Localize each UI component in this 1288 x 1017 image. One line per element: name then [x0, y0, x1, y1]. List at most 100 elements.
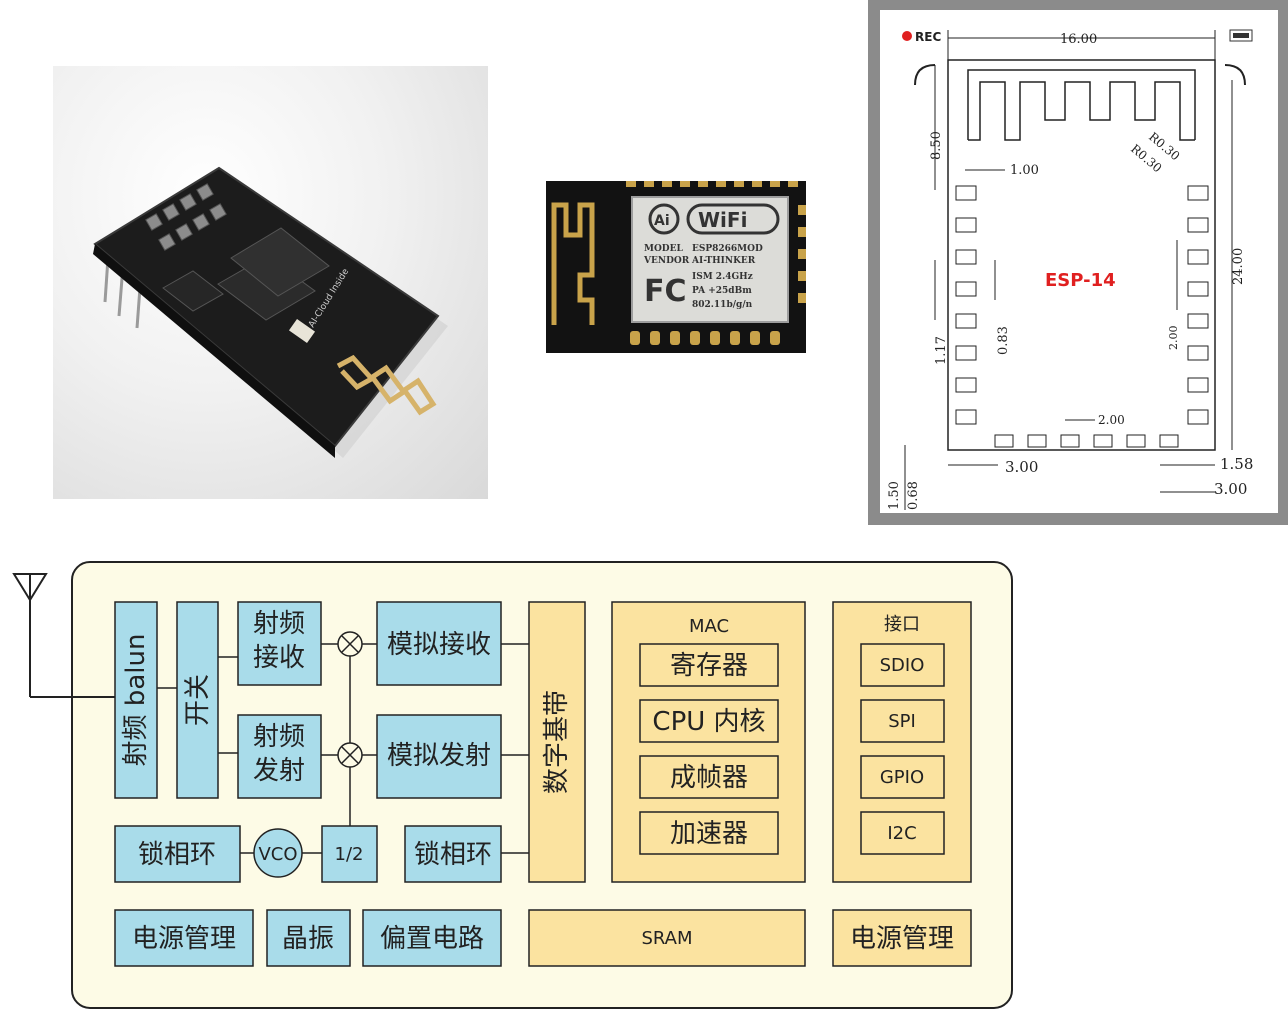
module-outline	[947, 59, 1216, 451]
crystal-label: 晶振	[282, 924, 334, 954]
dim-bottom-left-1: 1.50	[887, 481, 902, 510]
dim-pitch-right: 2.00	[1167, 326, 1180, 351]
sram-box	[528, 909, 806, 967]
antenna-icon	[12, 573, 115, 698]
dim-bottom-right-1: 1.58	[1220, 455, 1253, 473]
interface-item-spi	[860, 699, 945, 743]
power-mgmt-right-label: 电源管理	[850, 924, 954, 954]
rf-transmit-label: 射频发射	[253, 722, 305, 786]
rec-dot-icon	[902, 31, 912, 41]
interface-title: 接口	[884, 614, 920, 635]
sram-label: SRAM	[641, 928, 692, 949]
block-diagram-svg: 射频 balun 开关 射频接收 射频发射 模拟接收 模拟发射 锁相环 锁相环 …	[12, 561, 1013, 1009]
ai-logo-icon	[648, 203, 680, 235]
pll-left-label: 锁相环	[138, 840, 216, 870]
ai-logo-text: Ai	[654, 213, 670, 229]
model-value: ESP8266MOD	[692, 244, 763, 254]
analog-receive-box	[376, 601, 502, 686]
divider-box	[321, 825, 378, 883]
digital-baseband-label: 数字基带	[542, 690, 572, 794]
mac-item-accelerator-label: 加速器	[670, 819, 748, 849]
vendor-value: AI-THINKER	[691, 256, 756, 266]
shield-can	[631, 196, 789, 323]
protocol-value: 802.11b/g/n	[692, 300, 753, 310]
bottom-pads	[994, 434, 1179, 448]
module-antenna-trace	[551, 202, 595, 325]
pll-right-box	[404, 825, 502, 883]
rf-balun-box	[114, 601, 158, 799]
fcc-logo: FC	[644, 274, 687, 309]
interface-item-i2c	[860, 811, 945, 855]
esp8266-block-diagram: 射频 balun 开关 射频接收 射频发射 模拟接收 模拟发射 锁相环 锁相环 …	[0, 560, 1288, 1013]
module-name-label: ESP-14	[1045, 270, 1116, 291]
esp01-module-photo: AI-Cloud Inside	[53, 66, 488, 499]
dim-height-total: 24.00	[1231, 248, 1246, 285]
esp14-drawing-svg: REC 16.00 8.50 1.00 R0.30	[887, 29, 1253, 510]
mac-item-framer	[639, 755, 779, 799]
esp8266mod-module-photo: Ai WiFi MODEL VENDOR ESP8266MOD AI-THINK…	[540, 175, 812, 360]
label-model: MODEL	[644, 244, 683, 254]
switch-label: 开关	[183, 674, 213, 726]
wifi-logo-text: WiFi	[698, 208, 747, 232]
esp8266mod-illustration: Ai WiFi MODEL VENDOR ESP8266MOD AI-THINK…	[546, 181, 806, 353]
signal-lines	[157, 643, 529, 854]
mac-item-registers	[639, 643, 779, 687]
rf-receive-label: 射频接收	[253, 609, 305, 673]
analog-transmit-box	[376, 714, 502, 799]
interface-item-gpio-label: GPIO	[880, 767, 924, 788]
power-mgmt-right-box	[832, 909, 972, 967]
bottom-pads	[630, 331, 780, 345]
dim-antenna-height: 8.50	[929, 131, 944, 160]
wifi-logo-icon	[686, 203, 780, 235]
dim-width-top: 16.00	[1060, 32, 1097, 47]
switch-box	[176, 601, 219, 799]
rf-receive-box	[237, 601, 322, 686]
crystal-box	[266, 909, 351, 967]
mac-item-cpu-core	[639, 699, 779, 743]
esp01-module-illustration: AI-Cloud Inside	[93, 166, 448, 458]
mac-item-framer-label: 成帧器	[670, 763, 748, 793]
analog-transmit-label: 模拟发射	[387, 741, 491, 771]
dim-bottom-right-2: 3.00	[1214, 480, 1247, 498]
esp8266-chip	[230, 227, 330, 297]
power-mgmt-left-box	[114, 909, 254, 967]
pcb-antenna-trace	[336, 354, 437, 416]
mac-title: MAC	[689, 616, 729, 637]
interface-item-sdio-label: SDIO	[880, 655, 925, 676]
esp14-dimension-drawing: REC 16.00 8.50 1.00 R0.30	[868, 0, 1288, 525]
interface-item-sdio	[860, 643, 945, 687]
rf-balun-label: 射频 balun	[121, 634, 151, 767]
dim-bottom-offset: 3.00	[1005, 458, 1038, 476]
pll-right-label: 锁相环	[414, 840, 492, 870]
interface-item-spi-label: SPI	[888, 711, 916, 732]
right-pads	[1187, 185, 1209, 425]
pa-value: PA +25dBm	[692, 286, 752, 296]
mac-item-accelerator	[639, 811, 779, 855]
dim-bottom-left-2: 0.68	[906, 481, 921, 510]
bias-circuit-box	[362, 909, 502, 967]
interface-item-gpio	[860, 755, 945, 799]
antenna-meander	[967, 69, 1196, 141]
interface-item-i2c-label: I2C	[887, 823, 916, 844]
rf-transmit-box	[237, 714, 322, 799]
crystal	[288, 318, 316, 344]
divider-label: 1/2	[335, 844, 364, 865]
left-pads	[955, 185, 977, 425]
dim-pitch-left: 1.17	[934, 336, 949, 365]
power-mgmt-left-label: 电源管理	[132, 924, 236, 954]
analog-receive-label: 模拟接收	[387, 630, 491, 660]
vco-circle	[253, 828, 303, 878]
mac-item-cpu-core-label: CPU 内核	[652, 707, 765, 737]
vco-label: VCO	[258, 844, 297, 865]
label-vendor: VENDOR	[643, 256, 690, 266]
dim-pad-height: 0.83	[996, 326, 1011, 355]
rec-label: REC	[915, 30, 941, 44]
dim-pad-width: 1.00	[1010, 163, 1039, 178]
bias-circuit-label: 偏置电路	[380, 924, 484, 954]
digital-baseband-box	[528, 601, 586, 883]
pll-left-box	[114, 825, 241, 883]
battery-icon	[1229, 29, 1253, 42]
ism-value: ISM 2.4GHz	[692, 272, 753, 282]
mac-item-registers-label: 寄存器	[670, 651, 748, 681]
dim-pitch-bottom: 2.00	[1098, 413, 1125, 427]
